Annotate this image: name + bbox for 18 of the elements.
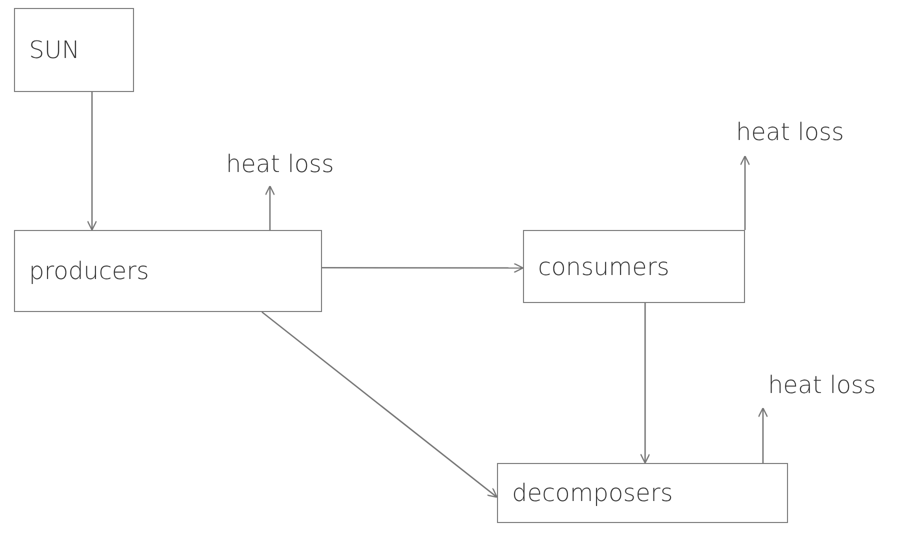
node-label: heat loss (226, 150, 334, 178)
process-box (14, 230, 322, 312)
arrow (740, 155, 750, 230)
node-label: heat loss (736, 118, 844, 146)
node-label: heat loss (768, 371, 876, 399)
process-box (497, 463, 788, 523)
process-box (14, 8, 134, 92)
arrow (640, 303, 650, 464)
arrow (758, 407, 768, 463)
arrow (264, 185, 276, 230)
node-label: decomposers (512, 479, 673, 507)
node-label: SUN (29, 36, 80, 64)
node-label: producers (29, 257, 150, 285)
arrow (322, 262, 524, 274)
arrow (86, 92, 98, 231)
arrow (262, 311, 498, 498)
node-label: consumers (538, 252, 670, 280)
process-box (523, 230, 745, 303)
